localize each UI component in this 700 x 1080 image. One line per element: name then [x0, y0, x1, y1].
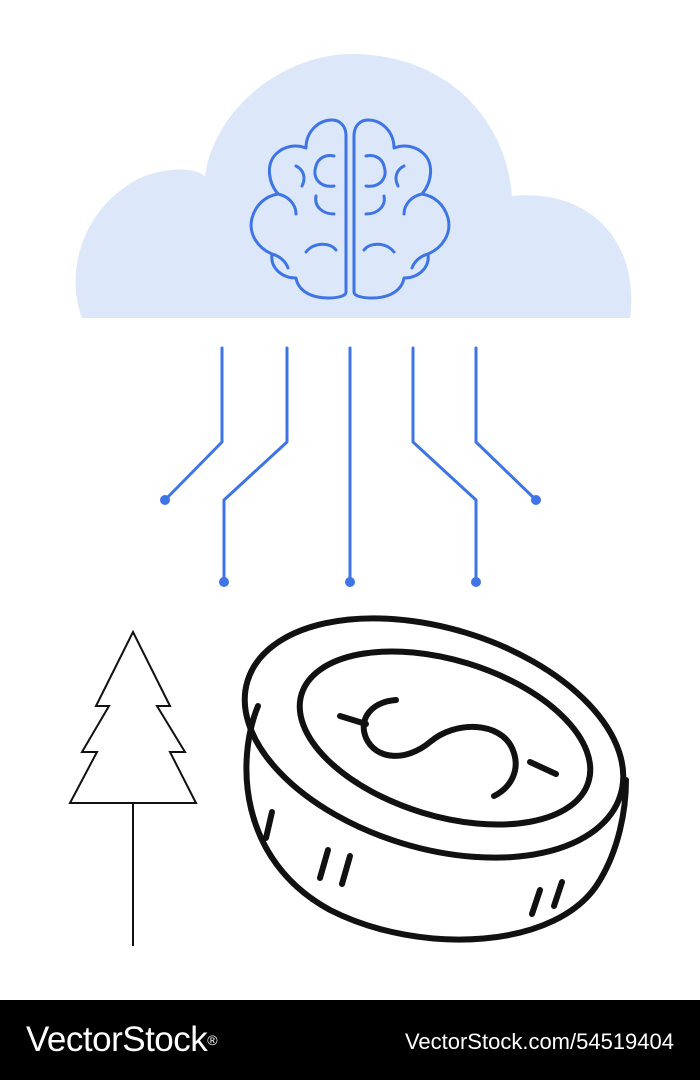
pine-tree-icon	[68, 629, 198, 946]
watermark-brand-text: VectorStock	[26, 1020, 208, 1059]
brain-icon	[249, 118, 451, 300]
circuit-lines-icon	[163, 346, 538, 584]
watermark-brand: VectorStock®	[26, 1020, 218, 1060]
dollar-coin-icon	[241, 615, 629, 943]
circuit-nodes	[160, 495, 541, 587]
watermark-image-id: VectorStock.com/54519404	[404, 1029, 674, 1054]
watermark-bar: VectorStock® VectorStock.com/54519404	[0, 1000, 700, 1080]
registered-mark: ®	[207, 1032, 218, 1048]
illustration	[68, 54, 632, 946]
